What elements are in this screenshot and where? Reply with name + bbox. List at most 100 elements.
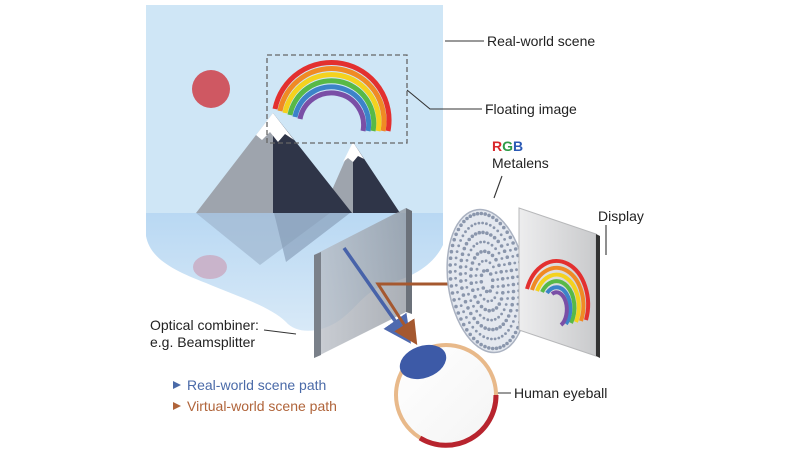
metalens-pillar [509, 324, 513, 328]
metalens-pillar [500, 312, 503, 316]
metalens-pillar [516, 275, 520, 279]
metalens-pillar [482, 269, 486, 273]
metalens-pillar [505, 255, 510, 259]
mountain-small-snow [343, 142, 364, 162]
metalens-pillar [507, 328, 510, 332]
metalens-pillar [498, 345, 502, 350]
metalens-pillar [499, 297, 504, 301]
metalens-pillar [454, 276, 457, 280]
metalens-pillar [498, 325, 502, 329]
metalens-pillar [488, 272, 493, 276]
real-world-scene [146, 5, 443, 331]
metalens-pillar [512, 320, 515, 323]
metalens-pillar [472, 256, 477, 260]
metalens-pillar [454, 263, 457, 266]
metalens-pillar [491, 308, 495, 312]
metalens-pillar [497, 302, 502, 306]
metalens-pillar [508, 338, 512, 343]
metalens-pillar [464, 272, 467, 275]
metalens-pillar [476, 287, 480, 291]
metalens-pillar [503, 238, 506, 241]
metalens-pillar [497, 251, 501, 255]
leader-lines [263, 40, 607, 394]
metalens-pillar [483, 307, 488, 312]
metalens-pillar [483, 344, 487, 349]
metalens-pillar [475, 320, 480, 325]
metalens-pillar [501, 344, 506, 348]
optical-combiner-line1: Optical combiner: [150, 317, 259, 333]
metalens-pillar [470, 234, 475, 239]
metalens-pillar [513, 314, 517, 318]
mountain-main-snow [256, 113, 294, 142]
mountain-main-dark [273, 113, 352, 213]
metalens-pillar [511, 289, 516, 294]
metalens-pillar [488, 223, 492, 227]
metalens-pillar [486, 299, 490, 303]
metalens-pillar [513, 261, 517, 265]
metalens-pillar [469, 281, 474, 286]
metalens-pillar [490, 278, 495, 283]
metalens-pillar [465, 216, 469, 221]
metalens-pillar [505, 269, 508, 273]
virtual-path-ray [375, 282, 470, 346]
metalens-pillar [501, 291, 505, 295]
metalens-pillar [465, 259, 469, 262]
metalens-pillar [471, 288, 475, 293]
metalens-pillar [468, 214, 473, 218]
rgb-letter-r: R [492, 138, 503, 154]
metalens-pillar [448, 263, 453, 267]
metalens-pillar [483, 326, 488, 330]
metalens-pillar [495, 291, 499, 295]
optical-combiner-line2: e.g. Beamsplitter [150, 334, 256, 350]
metalens-pillar [479, 342, 483, 347]
metalens-pillar [482, 335, 486, 339]
metalens-pillar [455, 250, 459, 254]
metalens-pillar [490, 243, 494, 247]
metalens-pillar [473, 222, 477, 226]
metalens-pillar [453, 269, 457, 273]
metalens-pillar [490, 299, 494, 302]
display-panel [518, 207, 600, 358]
metalens-pillar [471, 325, 475, 329]
rgb-metalens-label: RGB Metalens [492, 138, 549, 172]
metalens-pillar [487, 346, 491, 350]
metalens-pillar [456, 311, 461, 315]
metalens-pillar [503, 263, 506, 266]
metalens-pillar [498, 221, 503, 226]
metalens-pillar [493, 337, 497, 341]
metalens-pillar [499, 244, 504, 248]
metalens-pillar [497, 263, 501, 268]
metalens-pillar [496, 229, 500, 233]
metalens-pillar [511, 296, 515, 301]
metalens-pillar [490, 337, 493, 341]
metalens-pillar [472, 244, 476, 248]
metalens-pillar [479, 250, 483, 254]
metalens-pillar [488, 289, 493, 293]
metalens-pillar [508, 308, 513, 313]
metalens-pillar [482, 297, 486, 301]
metalens-pillar [500, 257, 504, 260]
metalens-pillar [483, 249, 487, 254]
display-rainbow [525, 259, 591, 327]
metalens-pillar [494, 327, 499, 331]
metalens-pillar [477, 230, 482, 235]
metalens-pillar [478, 313, 482, 317]
metalens-pillar [475, 340, 480, 344]
metalens-pillar [486, 250, 491, 255]
metalens-pillar [507, 261, 512, 266]
sun-reflection [193, 255, 227, 279]
metalens-pillar [506, 243, 509, 247]
metalens-pillar [510, 302, 514, 307]
metalens-pillar [496, 285, 500, 288]
metalens-pillar [510, 275, 515, 280]
metalens-pillar [505, 341, 509, 346]
metalens-pillar [481, 221, 484, 225]
metalens-pillar [464, 241, 469, 246]
metalens-pillar [469, 248, 473, 252]
metalens-pillar [509, 248, 512, 252]
legend-arrows [115, 381, 181, 410]
metalens-pillar [506, 314, 511, 318]
metalens-pillar [502, 249, 507, 253]
metalens-pillar [506, 283, 510, 287]
metalens-pillar [494, 257, 498, 262]
